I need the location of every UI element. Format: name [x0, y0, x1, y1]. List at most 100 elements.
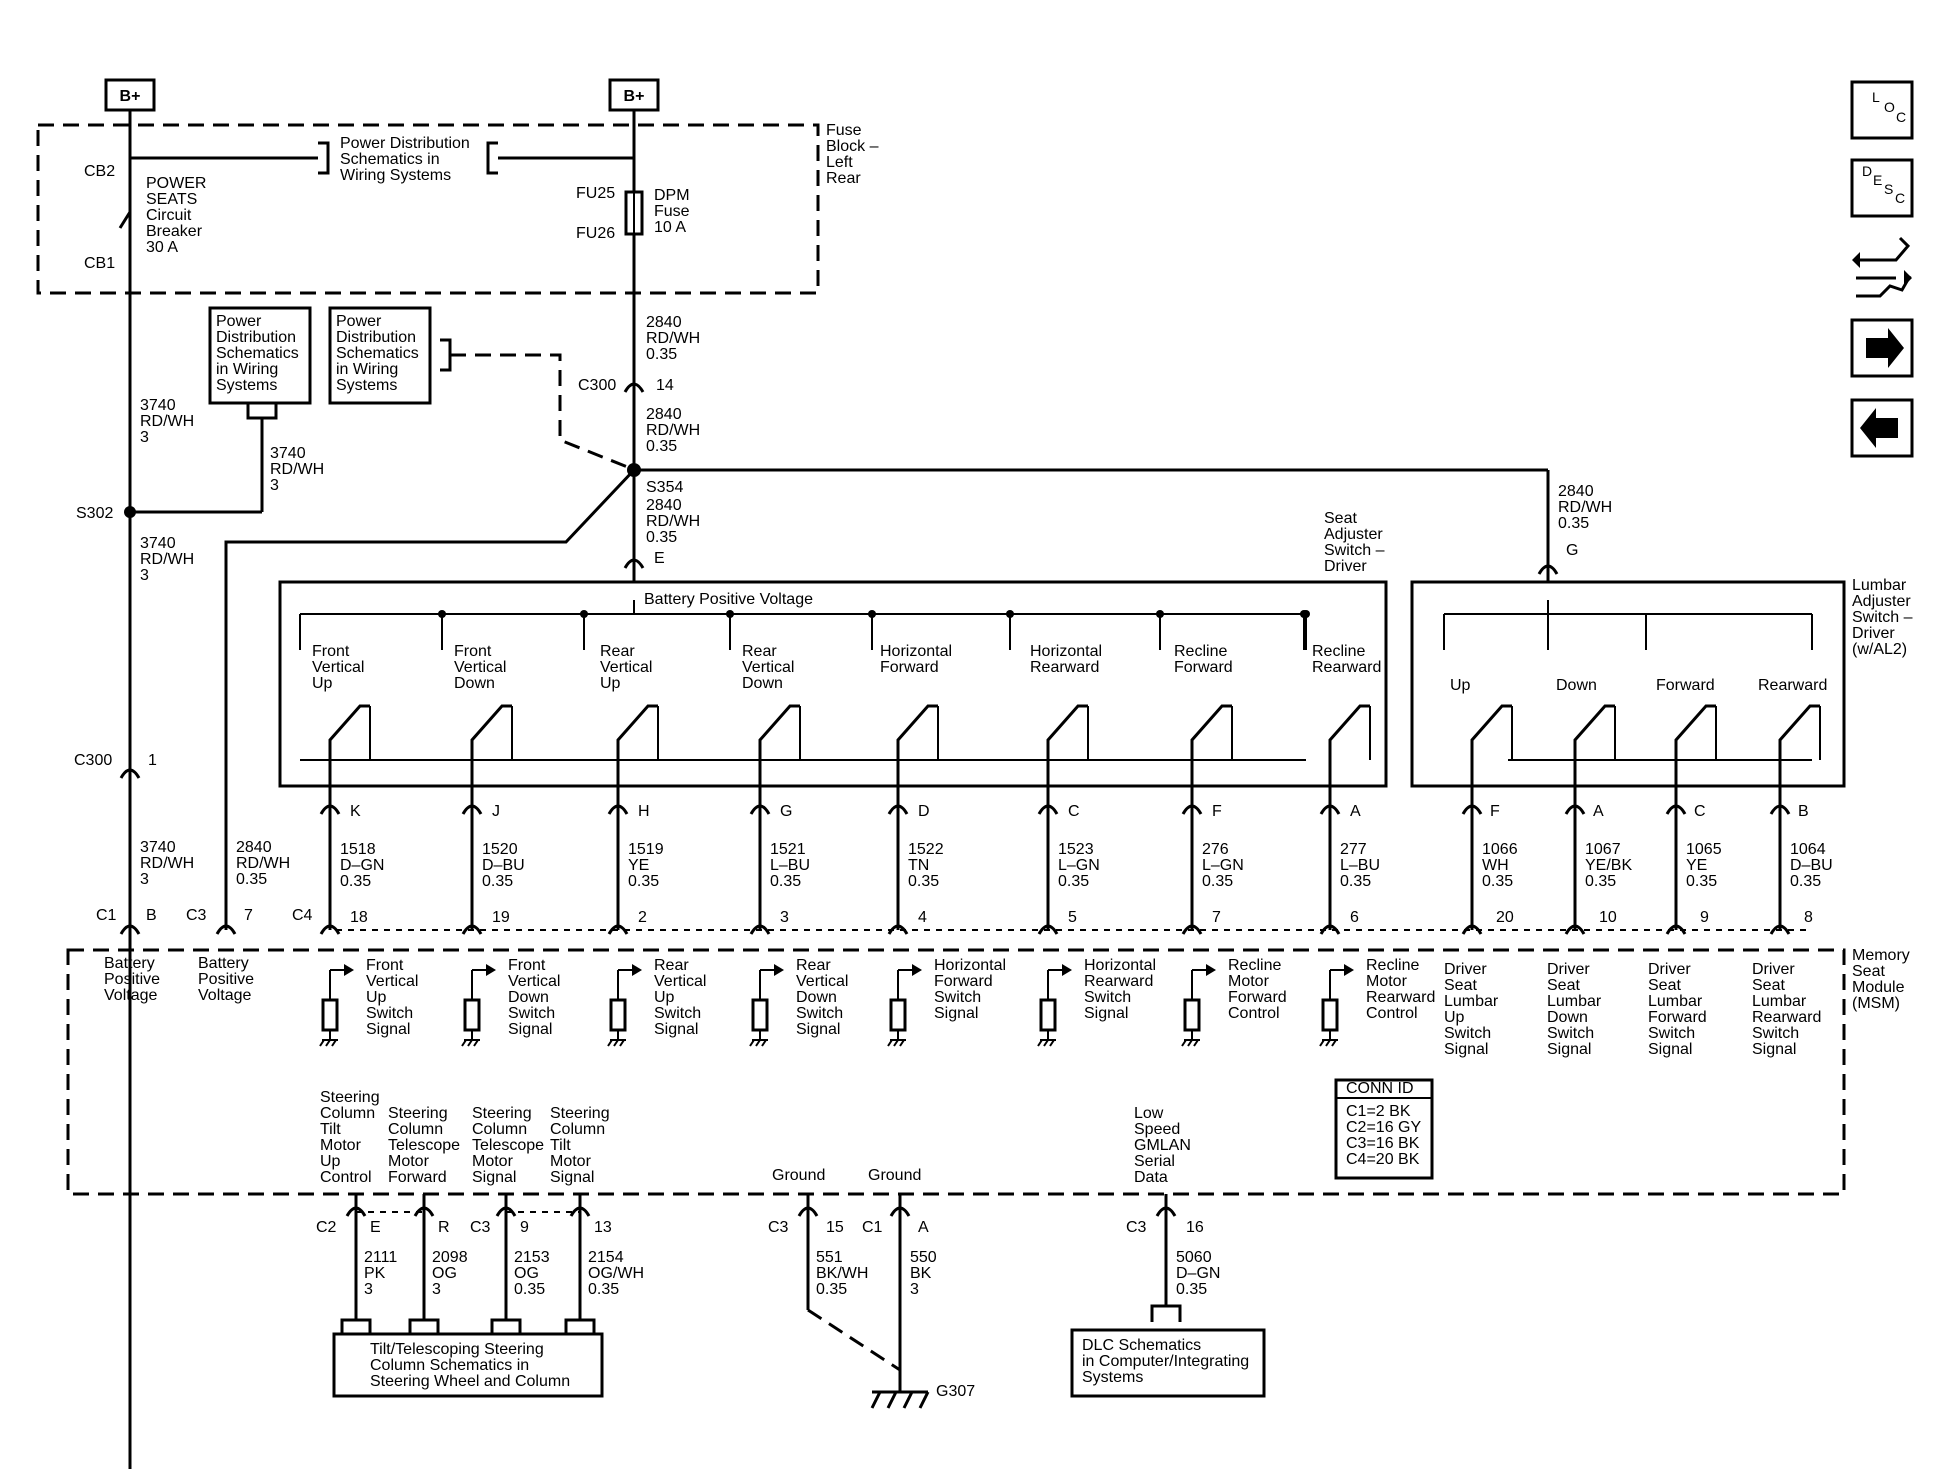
steering-output-label-line: Steering: [472, 1105, 532, 1122]
connector-pin: A: [918, 1219, 929, 1236]
switch-pin: H: [638, 803, 650, 820]
steering-output-label-line: Steering: [550, 1105, 610, 1122]
power-distribution-box-text-line: Schematics: [336, 345, 419, 362]
steering-output-label-line: Telescope: [388, 1137, 460, 1154]
optional-ground: [807, 1308, 901, 1372]
steering-pin: 9: [520, 1219, 529, 1236]
desc-button-letter: C: [1895, 190, 1905, 206]
switch-pin: G: [780, 803, 792, 820]
msm-input-label-line: Forward: [1648, 1009, 1707, 1026]
ref-bracket: [246, 403, 278, 420]
wire-label-2840-line: 0.35: [236, 871, 267, 888]
power-distribution-box-text-line: Power: [336, 313, 382, 330]
lumbar-pin: C: [1694, 803, 1706, 820]
fuse-terminal: FU26: [576, 225, 615, 242]
gmlan-wire-label-line: 0.35: [1176, 1281, 1207, 1298]
connector-pin: 16: [1186, 1219, 1204, 1236]
steering-wire-label-line: OG: [514, 1265, 539, 1282]
c4-pin: 5: [1068, 909, 1077, 926]
lumbar-wire-label-line: 0.35: [1482, 873, 1513, 890]
connector-pin: 14: [656, 377, 674, 394]
next-page-button[interactable]: [1850, 318, 1914, 378]
circuit-breaker-label-line: Breaker: [146, 223, 203, 240]
seat-adjuster-switch-title-line: Driver: [1324, 558, 1367, 575]
msm-input-label-line: Signal: [1084, 1005, 1128, 1022]
switch-wire-label-line: D–BU: [482, 857, 525, 874]
ground-symbol: [467, 1039, 473, 1047]
circuit-breaker-label-line: POWER: [146, 175, 206, 192]
steering-wire-label-line: 2098: [432, 1249, 468, 1266]
connector-seat-switch: [623, 558, 645, 569]
previous-page-button[interactable]: [1850, 398, 1914, 458]
switch-wire-label-line: 0.35: [1202, 873, 1233, 890]
ground-label: Ground: [772, 1167, 825, 1184]
msm-battery-positive-voltage-line: Voltage: [198, 987, 251, 1004]
msm-input-label-line: Switch: [1547, 1025, 1594, 1042]
switch-label-6-line: Forward: [1174, 659, 1233, 676]
ground-symbol: [749, 1039, 755, 1047]
steering-wire-label-line: 3: [432, 1281, 441, 1298]
ground-symbol: [893, 1039, 899, 1047]
connector-pin: 15: [826, 1219, 844, 1236]
switch-wire-label-line: 1522: [908, 841, 944, 858]
connector-label: C300: [74, 752, 112, 769]
lumbar-wire-label-line: YE/BK: [1585, 857, 1632, 874]
power-distribution-box: [328, 306, 432, 405]
steering-output-label-line: Telescope: [472, 1137, 544, 1154]
connector-c4-pin: [1665, 924, 1687, 935]
wrench-icon[interactable]: [1852, 236, 1912, 298]
connector-c4-pin: [749, 924, 771, 935]
ground-symbol: [887, 1039, 893, 1047]
switch-wire-label-line: 0.35: [770, 873, 801, 890]
msm-input-label-line: Switch: [366, 1005, 413, 1022]
switch-wire-label-line: 1523: [1058, 841, 1094, 858]
loc-button[interactable]: LOC: [1850, 80, 1914, 140]
dlc-reference-box: [1070, 1328, 1266, 1398]
msm-input-label-line: Signal: [1752, 1041, 1796, 1058]
connector-c4-pin: [1769, 924, 1791, 935]
ground-symbol: [899, 1039, 905, 1047]
steering-output-label-line: Steering: [320, 1089, 380, 1106]
connector-label: C1: [862, 1219, 883, 1236]
switch-label-5-line: Horizontal: [1030, 643, 1102, 660]
connector-gmlan: [1155, 1206, 1177, 1217]
wire-label-3740-line: 3: [140, 429, 149, 446]
wire-label-3740-line: 3740: [140, 535, 176, 552]
msm-input-label-line: Front: [508, 957, 546, 974]
switch-wire-label-line: 0.35: [1058, 873, 1089, 890]
memory-seat-module-title-line: Seat: [1852, 963, 1885, 980]
lumbar-wire-label-line: 1065: [1686, 841, 1722, 858]
ground-wire-label-line: 3: [910, 1281, 919, 1298]
msm-input-label-line: Down: [508, 989, 549, 1006]
c4-pin: 4: [918, 909, 927, 926]
connector-ground: [797, 1206, 819, 1217]
connector-steering-pin: [569, 1206, 591, 1217]
connector-seat-switch-pin: [749, 804, 771, 815]
c4-pin: 18: [350, 909, 368, 926]
circuit-breaker-label-line: 30 A: [146, 239, 178, 256]
fuse-label-line: 10 A: [654, 219, 686, 236]
switch-wire-label-line: 0.35: [628, 873, 659, 890]
input-resistor: [463, 998, 481, 1032]
msm-input-label-line: Switch: [654, 1005, 701, 1022]
ground-symbol: [1193, 1039, 1199, 1047]
gmlan-label-line: Speed: [1134, 1121, 1180, 1138]
input-arrow-head: [1206, 964, 1216, 976]
ground-symbol: [1325, 1039, 1331, 1047]
input-resistor: [1039, 998, 1057, 1032]
connector-c3: [215, 924, 237, 935]
connector-c4-pin: [887, 924, 909, 935]
msm-input-label-line: Control: [1366, 1005, 1418, 1022]
msm-input-label-line: Seat: [1547, 977, 1580, 994]
